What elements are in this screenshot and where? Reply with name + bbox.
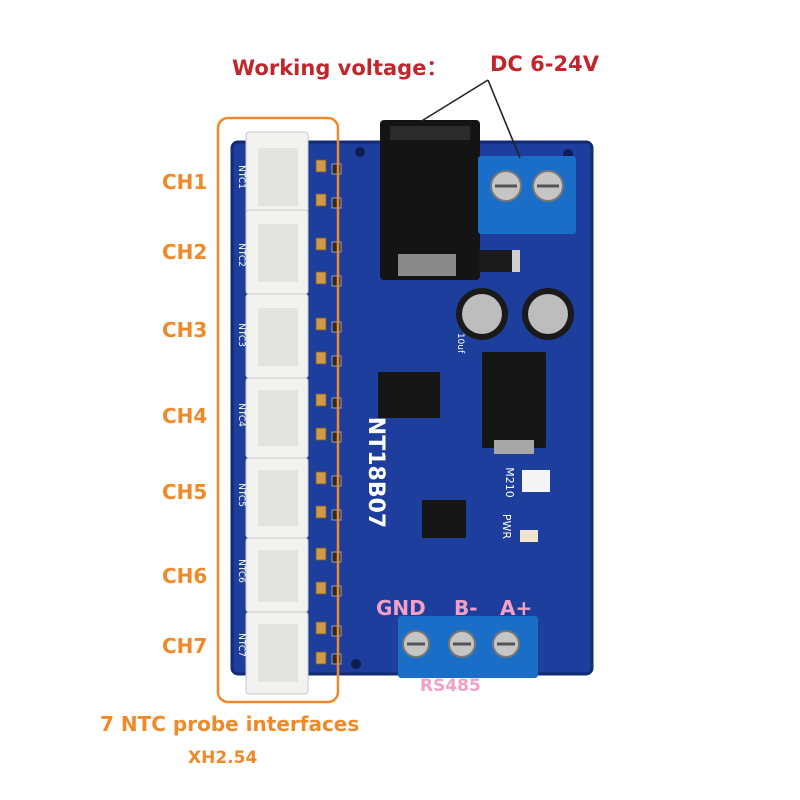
ntc-silk-5: NTC5: [235, 483, 246, 507]
ntc-silk-7: NTC7: [235, 633, 246, 657]
ntc-silk-1: NTC1: [235, 165, 246, 189]
address-jumper: [522, 470, 550, 492]
board-model: NT18B07: [363, 416, 389, 529]
voltage-regulator: [482, 352, 546, 448]
diode: [478, 250, 520, 272]
electrolytic-capacitors: [456, 288, 574, 340]
power-terminal: [478, 156, 576, 234]
ntc-silk-6: NTC6: [235, 559, 246, 583]
channel-label-1: CH1: [162, 170, 208, 194]
voltage-label: Working voltage：: [232, 56, 448, 80]
rs485-terminal: [398, 616, 538, 678]
rs485-bus-label: RS485: [420, 676, 481, 696]
resistor-strip: [315, 159, 327, 665]
voltage-value: DC 6-24V: [490, 52, 599, 76]
ntc-silk-4: NTC4: [235, 403, 246, 427]
rs485-b-label: B-: [454, 596, 478, 620]
ntc-silk-2: NTC2: [235, 243, 246, 267]
channel-label-7: CH7: [162, 634, 208, 658]
channel-label-2: CH2: [162, 240, 208, 264]
resistor-strip-2: [331, 163, 342, 665]
connector-highlight-box: [216, 116, 340, 704]
voltage-pointer-line: [419, 79, 521, 159]
xh-connector-column: [245, 131, 309, 695]
channel-label-5: CH5: [162, 480, 208, 504]
jumper-silk: M210: [502, 467, 516, 498]
mount-hole: [355, 147, 365, 157]
dc-jack: [380, 120, 480, 280]
pwr-silk: PWR: [500, 513, 514, 540]
ntc-silk-3: NTC3: [235, 323, 246, 347]
mount-hole: [351, 659, 361, 669]
channel-label-4: CH4: [162, 404, 208, 428]
probe-interfaces-caption: 7 NTC probe interfaces: [100, 712, 360, 736]
mcu-chip: [378, 372, 440, 418]
connector-type-caption: XH2.54: [188, 748, 258, 768]
channel-label-6: CH6: [162, 564, 208, 588]
rs485-a-label: A+: [500, 596, 533, 620]
cap-silk: 10uf: [455, 332, 466, 354]
rs485-gnd-label: GND: [376, 596, 426, 620]
rs485-chip: [422, 500, 466, 538]
channel-label-3: CH3: [162, 318, 208, 342]
pwr-led: [520, 530, 538, 542]
